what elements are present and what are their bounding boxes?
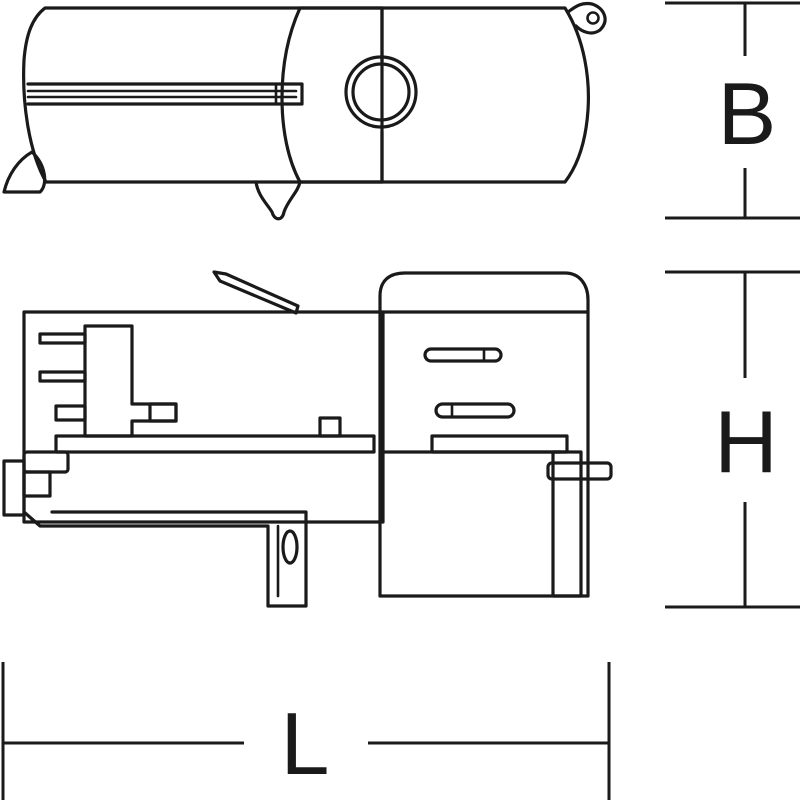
side-view bbox=[2, 270, 613, 608]
top-view-rail bbox=[26, 82, 304, 106]
side-view-bracket-hole bbox=[281, 529, 299, 565]
top-view-knob-outer bbox=[344, 55, 418, 129]
side-view-cap bbox=[378, 271, 590, 598]
top-view-body-left bbox=[22, 6, 384, 184]
top-view-eyelet-hole bbox=[586, 11, 600, 25]
side-view-right-clip-tab bbox=[546, 461, 613, 481]
top-view-eyelet bbox=[566, 1, 607, 35]
side-view-pin-2 bbox=[38, 370, 87, 383]
side-view-left-clip bbox=[2, 459, 26, 517]
side-view-cap-block bbox=[430, 434, 569, 454]
dimension-l: L bbox=[1, 662, 611, 800]
dimension-h: H bbox=[665, 270, 800, 609]
top-view-bottom-tab bbox=[254, 180, 302, 221]
top-view bbox=[2, 1, 607, 221]
dimension-b-label: B bbox=[718, 64, 777, 163]
top-view-body-right bbox=[280, 6, 590, 184]
dimension-l-label: L bbox=[281, 694, 330, 793]
side-view-right-clip bbox=[551, 450, 583, 598]
side-view-cable bbox=[212, 270, 300, 315]
side-view-pin-1 bbox=[38, 332, 87, 345]
dimension-b: B bbox=[665, 1, 800, 220]
side-view-base-plate bbox=[54, 434, 376, 454]
side-view-pin-4 bbox=[148, 402, 178, 423]
side-view-pin-3 bbox=[54, 404, 87, 422]
top-view-knob-inner bbox=[351, 62, 411, 122]
dimension-h-label: H bbox=[714, 392, 778, 491]
side-view-slot-1 bbox=[423, 347, 503, 363]
side-view-slot-2 bbox=[434, 402, 516, 419]
side-view-left-clip-tab bbox=[22, 450, 70, 474]
side-view-bracket bbox=[22, 510, 308, 608]
side-view-left-clip-base bbox=[22, 470, 52, 498]
top-view-left-latch bbox=[2, 150, 47, 194]
side-view-screw-head bbox=[318, 416, 342, 438]
